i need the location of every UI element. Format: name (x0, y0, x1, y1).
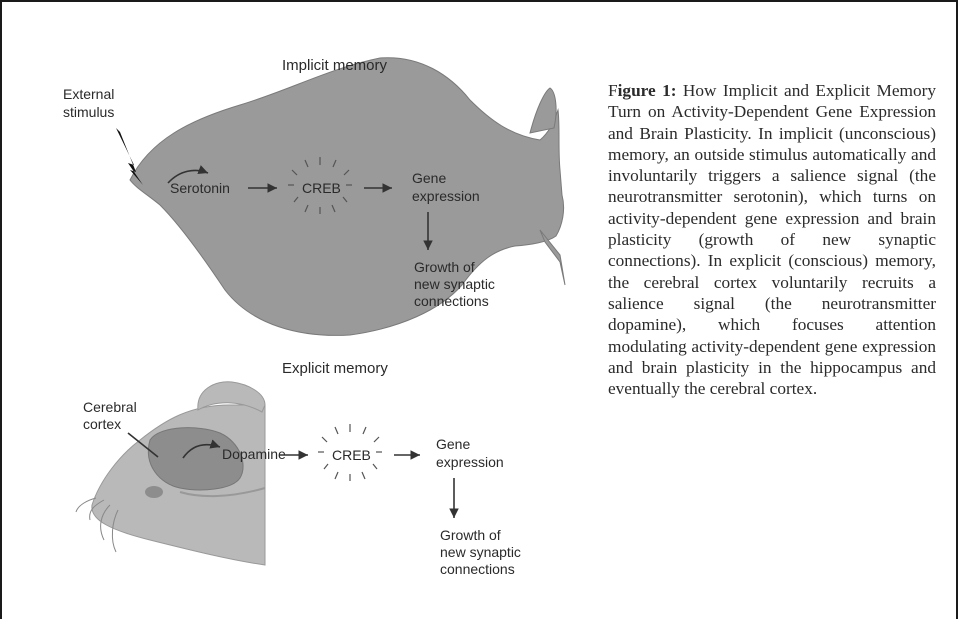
growth-label-2: new synaptic (414, 276, 495, 292)
caption-figure-number: igure 1: (618, 81, 677, 100)
growth-label-explicit-2: new synaptic (440, 544, 521, 560)
growth-label-1: Growth of (414, 259, 475, 275)
cortex-label-2: cortex (83, 416, 121, 432)
memory-diagram: Implicit memory External stimulus Seroto… (0, 0, 600, 619)
external-label-2: stimulus (63, 104, 114, 120)
creb-label-explicit: CREB (332, 447, 371, 463)
growth-label-explicit-3: connections (440, 561, 515, 577)
gene-label-2: expression (412, 188, 480, 204)
serotonin-label: Serotonin (170, 180, 230, 196)
dopamine-label: Dopamine (222, 446, 286, 462)
explicit-title: Explicit memory (282, 360, 388, 377)
cortex-label-1: Cerebral (83, 399, 137, 415)
aplysia-body (130, 58, 564, 336)
creb-node-explicit: CREB (318, 424, 382, 481)
figure-caption: Figure 1: How Implicit and Explicit Memo… (608, 80, 936, 399)
gene-label-1: Gene (412, 170, 446, 186)
implicit-title: Implicit memory (282, 57, 388, 74)
growth-label-3: connections (414, 293, 489, 309)
creb-label-implicit: CREB (302, 180, 341, 196)
gene-label-explicit-1: Gene (436, 436, 470, 452)
external-label-1: External (63, 86, 114, 102)
growth-label-explicit-1: Growth of (440, 527, 501, 543)
gene-label-explicit-2: expression (436, 454, 504, 470)
caption-prefix: F (608, 81, 618, 100)
mouse-eye (145, 486, 163, 498)
caption-text: How Implicit and Explicit Memory Turn on… (608, 81, 936, 398)
aplysia-rhinophore (530, 88, 556, 133)
